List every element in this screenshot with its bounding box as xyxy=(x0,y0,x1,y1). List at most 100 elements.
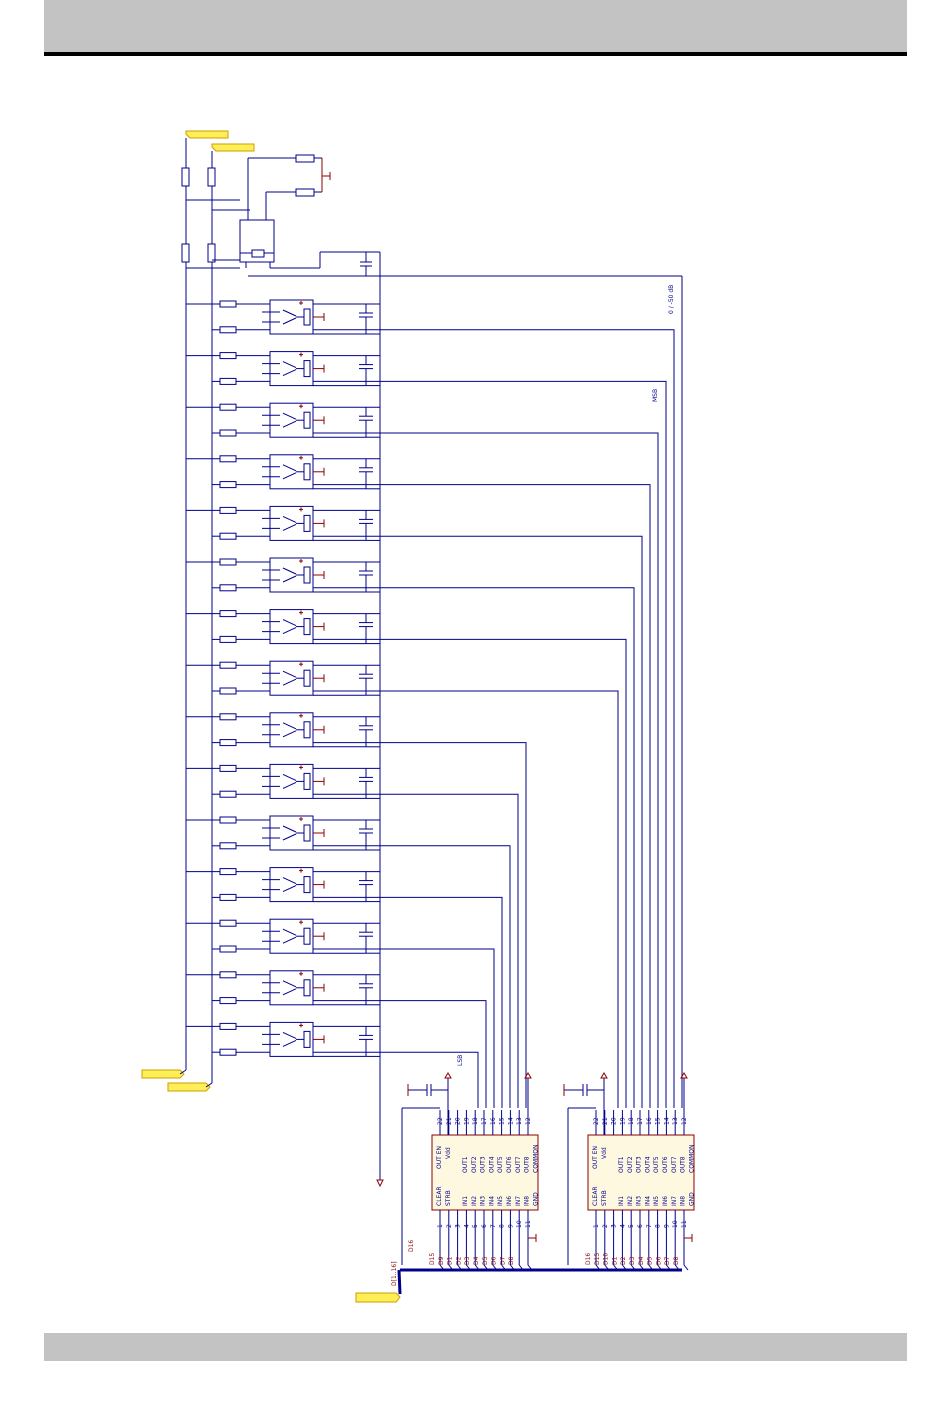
bus-signal-label: D6 xyxy=(491,1256,498,1265)
resistor xyxy=(219,429,237,437)
pin-number-bottom: 9 xyxy=(507,1224,514,1228)
bus-signal-label: D15 xyxy=(594,1253,601,1265)
pin-name-in: IN4 xyxy=(644,1196,651,1206)
resistor xyxy=(219,945,237,953)
relay-coil xyxy=(303,566,311,584)
pin-name-in: IN5 xyxy=(653,1196,660,1206)
control-line xyxy=(313,432,659,1108)
resistor xyxy=(219,919,237,927)
input-port-flag-2 xyxy=(211,143,255,152)
resistor xyxy=(219,842,237,850)
bus-signal-label: D6 xyxy=(655,1256,662,1265)
resistor-top-2 xyxy=(207,167,216,187)
bus-signal-label: D4 xyxy=(638,1256,645,1265)
pin-name-in: IN6 xyxy=(662,1196,669,1206)
relay-coil xyxy=(303,876,311,894)
resistor xyxy=(219,790,237,798)
pin-number-bottom: 5 xyxy=(628,1224,635,1228)
resistor xyxy=(219,532,237,540)
bus-signal-label: D8 xyxy=(673,1256,680,1265)
pin-number-bottom: 7 xyxy=(490,1224,497,1228)
resistor xyxy=(219,739,237,747)
control-line xyxy=(313,587,635,1108)
control-line xyxy=(313,638,627,1108)
pin-number-bottom: 2 xyxy=(446,1224,453,1228)
attenuation-label: 0 / -50 dB xyxy=(668,285,675,314)
pin-number-top: 12 xyxy=(525,1117,532,1125)
resistor xyxy=(219,713,237,721)
resistor xyxy=(219,893,237,901)
pin-number-top: 21 xyxy=(602,1117,609,1125)
pin-number-top: 14 xyxy=(507,1117,514,1125)
resistor xyxy=(219,558,237,566)
pin-name-control: STRB xyxy=(601,1190,608,1206)
relay-coil xyxy=(303,463,311,481)
control-line xyxy=(313,690,619,1108)
supply-arrow xyxy=(444,1072,452,1079)
pin-number-top: 18 xyxy=(628,1117,635,1125)
pin-name-control: Vdd xyxy=(445,1147,452,1159)
data-bus-vertical xyxy=(397,1269,402,1295)
resistor-top-6 xyxy=(295,188,315,197)
pin-name-out: OUT2 xyxy=(627,1156,634,1173)
pin-number-top: 14 xyxy=(663,1117,670,1125)
bus-signal-label: D3 xyxy=(464,1256,471,1265)
bus-signal-label: D10 xyxy=(603,1253,610,1265)
pin-name-control: Vdd xyxy=(601,1147,608,1159)
resistor xyxy=(219,687,237,695)
control-line xyxy=(313,535,643,1108)
relay-coil xyxy=(303,308,311,326)
stage-control-lines xyxy=(313,329,675,1108)
bus-signal-label: D16 xyxy=(408,1240,415,1252)
pin-name-in: IN3 xyxy=(636,1196,643,1206)
pin-number-bottom: 4 xyxy=(463,1224,470,1228)
bus-signal-label: D7 xyxy=(499,1256,506,1265)
pin-number-top: 22 xyxy=(437,1117,444,1125)
relay-stage xyxy=(186,505,380,541)
bus-signal-label: D5 xyxy=(482,1256,489,1265)
pin-name-in: IN3 xyxy=(480,1196,487,1206)
control-line xyxy=(313,896,503,1108)
relay-coil xyxy=(303,514,311,532)
relay-stage xyxy=(186,299,380,335)
relay-stage xyxy=(186,815,380,851)
pin-number-top: 15 xyxy=(655,1117,662,1125)
output-port-flag-2 xyxy=(167,1082,211,1092)
pin-name-in: IN5 xyxy=(497,1196,504,1206)
pin-name-out: OUT7 xyxy=(671,1156,678,1173)
pin-name-out: COMMON xyxy=(688,1145,695,1173)
pin-number-bottom: 10 xyxy=(516,1220,523,1228)
pin-number-bottom: 6 xyxy=(637,1224,644,1228)
relay-stage xyxy=(186,970,380,1006)
pin-name-out: OUT8 xyxy=(680,1156,687,1173)
pin-number-bottom: 5 xyxy=(472,1224,479,1228)
resistor xyxy=(219,481,237,489)
pin-name-out: OUT3 xyxy=(636,1156,643,1173)
pin-number-bottom: 10 xyxy=(672,1220,679,1228)
bus-label: D[1..16] xyxy=(391,1261,398,1286)
relay-coil xyxy=(303,411,311,429)
relay-stage xyxy=(186,454,380,490)
resistor-top-3 xyxy=(181,243,190,263)
resistor xyxy=(219,377,237,385)
output-port-flag-1 xyxy=(141,1069,185,1079)
pin-number-top: 19 xyxy=(619,1117,626,1125)
resistor xyxy=(219,326,237,334)
pin-name-in: GND xyxy=(688,1192,695,1206)
resistor xyxy=(219,1048,237,1056)
pin-number-top: 20 xyxy=(611,1117,618,1125)
pin-number-bottom: 1 xyxy=(437,1224,444,1228)
pin-name-out: OUT6 xyxy=(506,1156,513,1173)
pin-number-bottom: 8 xyxy=(499,1224,506,1228)
resistor xyxy=(219,661,237,669)
pin-number-top: 20 xyxy=(455,1117,462,1125)
bus-signal-label: D5 xyxy=(647,1256,654,1265)
pin-number-bottom: 4 xyxy=(619,1224,626,1228)
pin-name-control: OUT EN xyxy=(592,1146,599,1169)
relay-coil xyxy=(303,618,311,636)
resistor xyxy=(219,635,237,643)
pin-name-out: OUT4 xyxy=(488,1156,495,1173)
resistor xyxy=(219,584,237,592)
pin-name-out: OUT4 xyxy=(644,1156,651,1173)
